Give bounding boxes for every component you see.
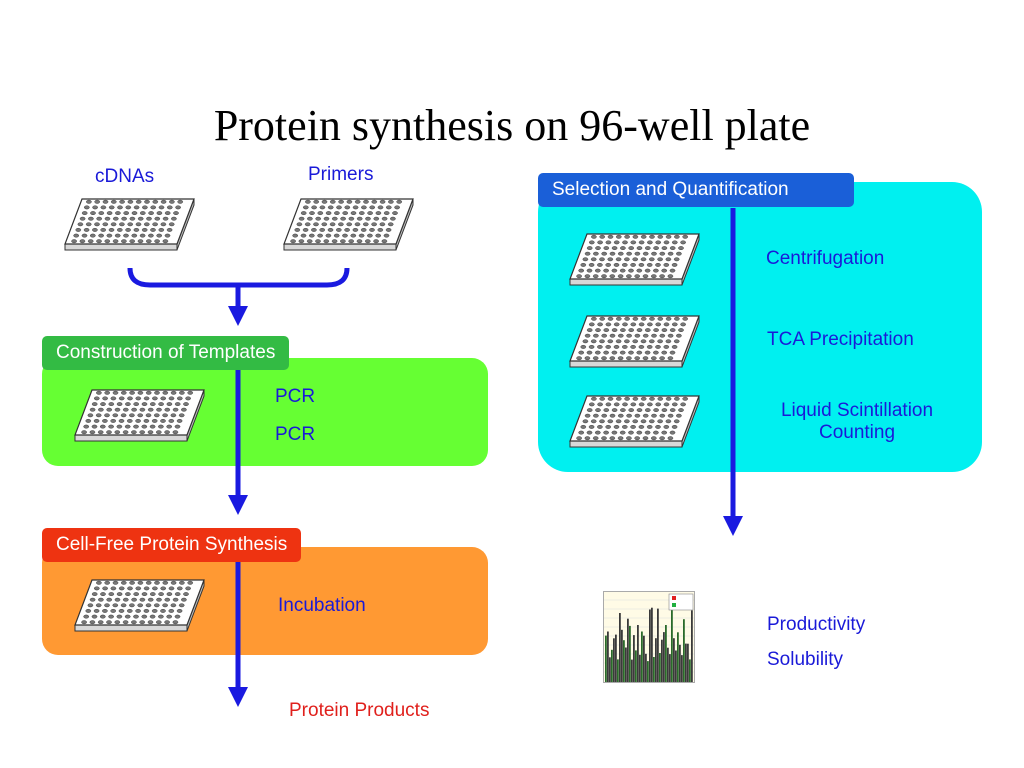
primers-label: Primers <box>308 164 374 185</box>
cdnas-label: cDNAs <box>95 166 155 187</box>
construction-tag: Construction of Templates <box>42 336 290 370</box>
tca-precipitation-step: TCA Precipitation <box>767 329 914 350</box>
solubility-label: Solubility <box>767 649 844 670</box>
well-plate-icon <box>74 579 206 638</box>
liquid-scintillation-step: Liquid Scintillation Counting <box>760 400 954 444</box>
cell-free-tag: Cell-Free Protein Synthesis <box>42 528 302 562</box>
results-chart-thumbnail <box>603 591 695 683</box>
well-plate-icon <box>569 233 701 292</box>
well-plate-icon <box>74 389 206 448</box>
merge-bracket <box>127 267 350 288</box>
pcr-step-2: PCR <box>275 424 316 445</box>
well-plate-icon <box>64 198 196 257</box>
well-plate-icon <box>569 395 701 454</box>
liquid-scintillation-line: Liquid Scintillation <box>780 400 934 421</box>
slide-title: Protein synthesis on 96-well plate <box>213 101 811 150</box>
counting-line: Counting <box>818 422 896 443</box>
centrifugation-step: Centrifugation <box>766 248 885 269</box>
incubation-step: Incubation <box>278 595 366 616</box>
well-plate-icon <box>283 198 415 257</box>
well-plate-icon <box>569 315 701 374</box>
selection-tag: Selection and Quantification <box>538 173 854 207</box>
protein-products-label: Protein Products <box>289 700 430 721</box>
pcr-step-1: PCR <box>275 386 316 407</box>
productivity-label: Productivity <box>767 614 866 635</box>
